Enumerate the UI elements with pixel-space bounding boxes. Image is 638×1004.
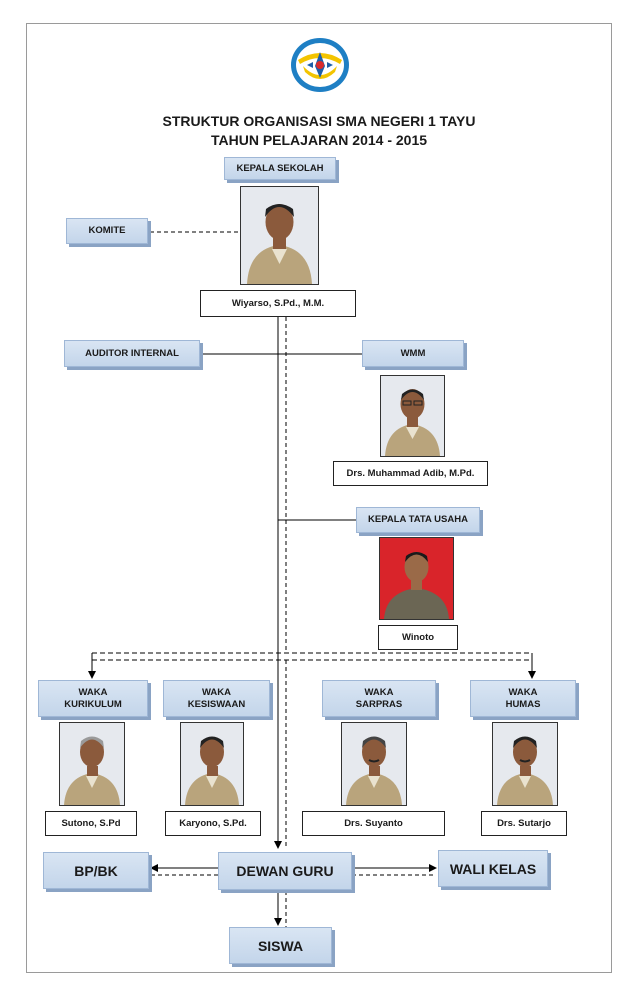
waka-humas-photo <box>492 722 558 806</box>
wmm-photo <box>380 375 445 457</box>
auditor-internal-box: AUDITOR INTERNAL <box>64 340 200 367</box>
waka-humas-box: WAKA HUMAS <box>470 680 576 717</box>
bp-bk-label: BP/BK <box>74 862 118 879</box>
kepala-tata-usaha-photo <box>379 537 454 620</box>
waka-sarpras-label: WAKA SARPRAS <box>355 686 403 710</box>
kepala-sekolah-box: KEPALA SEKOLAH <box>224 157 336 180</box>
wmm-box: WMM <box>362 340 464 367</box>
waka-kurikulum-label: WAKA KURIKULUM <box>64 686 122 710</box>
page-frame <box>26 23 612 973</box>
waka-humas-name: Drs. Sutarjo <box>481 811 567 836</box>
kepala-sekolah-photo <box>240 186 319 285</box>
wmm-label: WMM <box>400 347 426 359</box>
dewan-guru-label: DEWAN GURU <box>236 863 334 879</box>
waka-sarpras-name: Drs. Suyanto <box>302 811 445 836</box>
kepala-tata-usaha-label: KEPALA TATA USAHA <box>368 514 468 525</box>
kepala-tata-usaha-box: KEPALA TATA USAHA <box>356 507 480 533</box>
chart-title-line1: STRUKTUR ORGANISASI SMA NEGERI 1 TAYU <box>162 113 476 129</box>
waka-kesiswaan-photo <box>180 722 244 806</box>
komite-label: KOMITE <box>88 225 126 236</box>
bp-bk-box: BP/BK <box>43 852 149 889</box>
waka-kurikulum-name: Sutono, S.Pd <box>45 811 137 836</box>
siswa-box: SISWA <box>229 927 332 964</box>
chart-title-line2: TAHUN PELAJARAN 2014 - 2015 <box>210 132 428 148</box>
waka-kurikulum-photo <box>59 722 125 806</box>
kepala-sekolah-label: KEPALA SEKOLAH <box>236 162 324 174</box>
school-crest-icon <box>291 38 349 92</box>
komite-box: KOMITE <box>66 218 148 244</box>
wali-kelas-box: WALI KELAS <box>438 850 548 887</box>
waka-kurikulum-box: WAKA KURIKULUM <box>38 680 148 717</box>
waka-humas-label: WAKA HUMAS <box>505 686 541 710</box>
waka-kesiswaan-label: WAKA KESISWAAN <box>187 686 246 710</box>
waka-sarpras-photo <box>341 722 407 806</box>
wali-kelas-label: WALI KELAS <box>449 860 537 877</box>
waka-kesiswaan-box: WAKA KESISWAAN <box>163 680 270 717</box>
siswa-label: SISWA <box>257 937 304 954</box>
waka-kesiswaan-name: Karyono, S.Pd. <box>165 811 261 836</box>
dewan-guru-box: DEWAN GURU <box>218 852 352 890</box>
kepala-tata-usaha-name: Winoto <box>378 625 458 650</box>
auditor-internal-label: AUDITOR INTERNAL <box>85 347 179 359</box>
waka-sarpras-box: WAKA SARPRAS <box>322 680 436 717</box>
wmm-name: Drs. Muhammad Adib, M.Pd. <box>333 461 488 486</box>
kepala-sekolah-name: Wiyarso, S.Pd., M.M. <box>200 290 356 317</box>
